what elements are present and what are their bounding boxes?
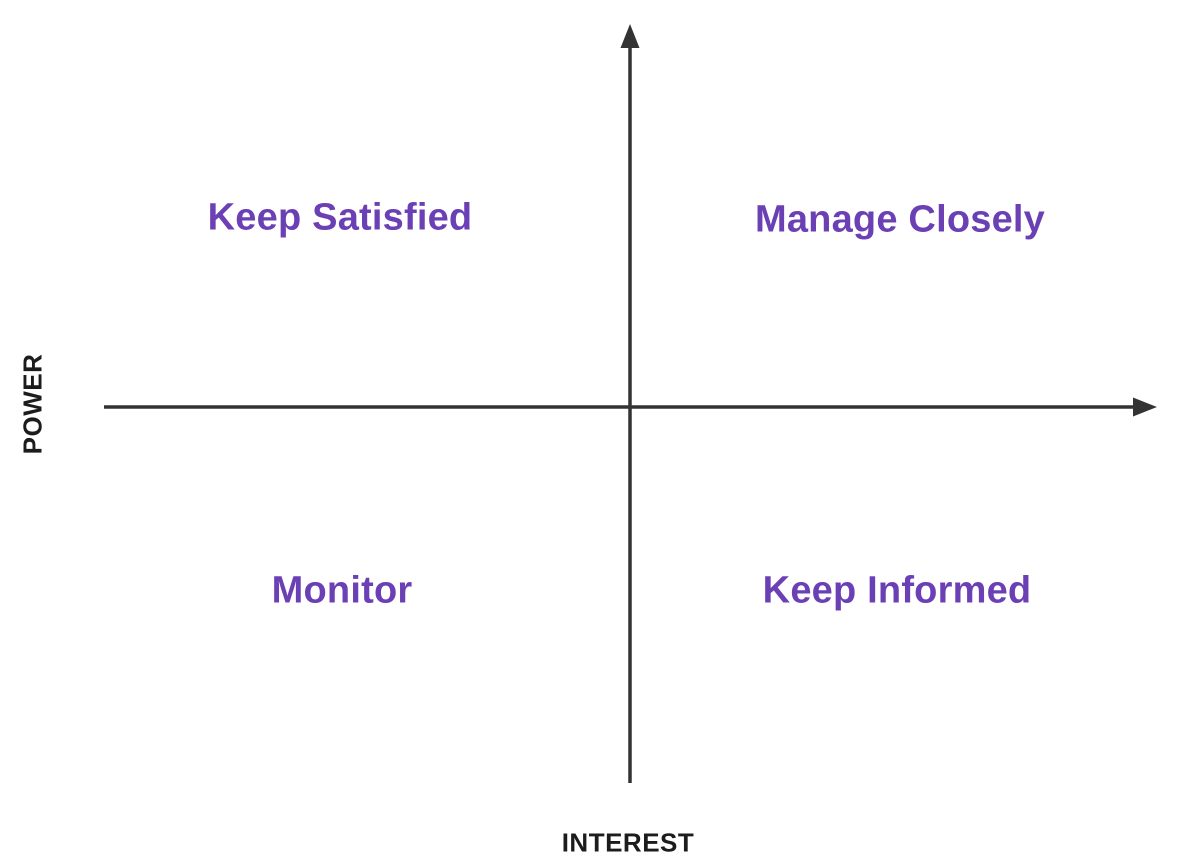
quadrant-label-keep-satisfied: Keep Satisfied [207,196,473,239]
up-arrowhead-icon [620,24,640,48]
quadrant-label-keep-informed: Keep Informed [762,569,1032,612]
y-axis-label-power: POWER [17,353,48,455]
x-axis-label-interest: INTEREST [561,827,695,858]
quadrant-label-manage-closely: Manage Closely [754,198,1046,241]
right-arrowhead-icon [1133,397,1157,417]
quadrant-label-monitor: Monitor [271,569,413,612]
